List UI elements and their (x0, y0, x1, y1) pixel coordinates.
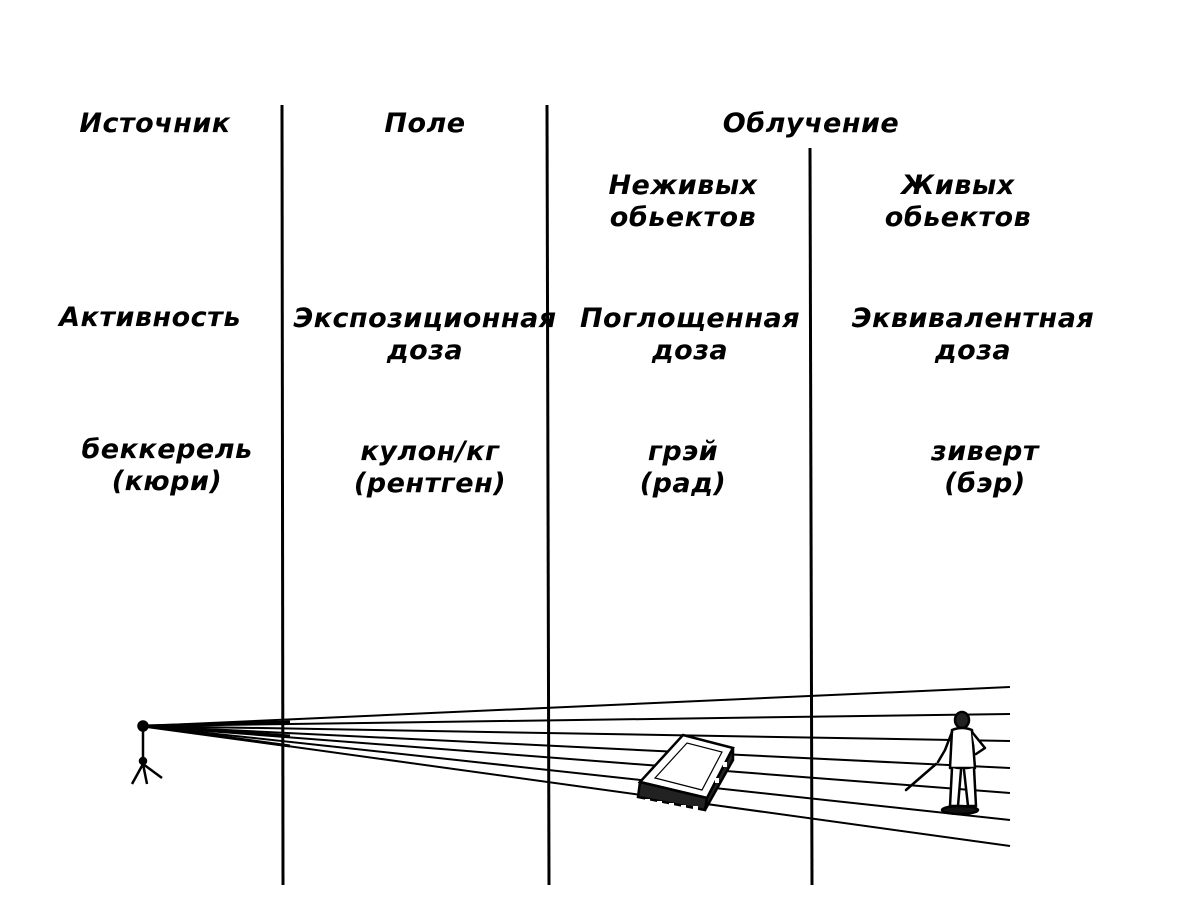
point-source-on-tripod-icon (130, 720, 163, 785)
quantity-field-line2: доза (386, 335, 464, 366)
subheader-nonliving: Неживых обьектов (608, 170, 757, 234)
divider-nonliving-living (808, 147, 814, 886)
header-irradiation: Облучение (722, 108, 900, 139)
unit-nonliving-name: грэй (647, 436, 719, 467)
unit-living-old: (бэр) (944, 468, 1026, 499)
unit-field-name: кулон/кг (360, 436, 500, 467)
unit-field: кулон/кг (рентген) (354, 436, 506, 500)
header-field: Поле (384, 108, 466, 139)
quantity-living: Эквивалентная доза (852, 303, 1095, 367)
radiation-rays (142, 686, 1011, 847)
divider-source-field (280, 104, 285, 886)
unit-living: зиверт (бэр) (931, 436, 1039, 500)
header-source: Источник (79, 108, 231, 139)
unit-source-name: беккерель (81, 434, 253, 465)
subheader-living: Живых обьектов (885, 170, 1031, 234)
unit-living-name: зиверт (931, 436, 1039, 467)
quantity-source: Активность (59, 302, 241, 334)
quantity-nonliving-line1: Поглощенная (579, 303, 801, 334)
subheader-nonliving-line2: обьектов (609, 202, 757, 233)
quantity-living-line2: доза (934, 335, 1012, 366)
unit-source-old: (кюри) (111, 466, 223, 497)
subheader-nonliving-line1: Неживых (608, 170, 758, 201)
quantity-nonliving-line2: доза (651, 335, 729, 366)
person-figure-icon (904, 710, 987, 816)
unit-nonliving: грэй (рад) (640, 436, 727, 500)
quantity-field: Экспозиционная доза (293, 303, 556, 367)
quantity-field-line1: Экспозиционная (293, 303, 557, 334)
unit-field-old: (рентген) (353, 468, 507, 499)
quantity-living-line1: Эквивалентная (851, 303, 1095, 334)
flat-slab-object-icon (636, 733, 735, 812)
subheader-living-line2: обьектов (884, 202, 1032, 233)
divider-field-irradiation (545, 104, 551, 886)
subheader-living-line1: Живых (901, 170, 1015, 201)
quantity-nonliving: Поглощенная доза (580, 303, 800, 367)
unit-nonliving-old: (рад) (639, 468, 727, 499)
unit-source: беккерель (кюри) (81, 434, 252, 498)
quantity-source-line1: Активность (59, 302, 241, 333)
